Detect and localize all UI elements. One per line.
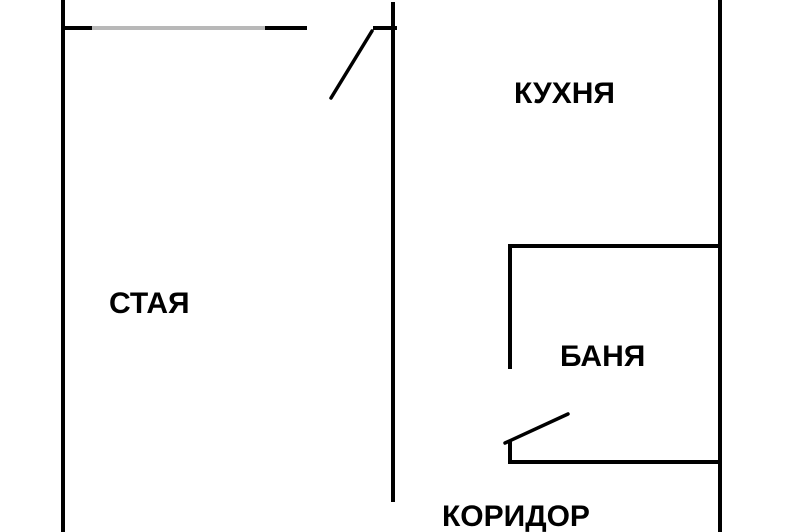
label-corridor: КОРИДОР bbox=[442, 500, 590, 532]
label-kitchen: КУХНЯ bbox=[514, 77, 615, 110]
bathroom-door bbox=[503, 412, 570, 445]
living-room-door bbox=[329, 29, 374, 100]
label-living-room: СТАЯ bbox=[109, 287, 190, 320]
label-bathroom: БАНЯ bbox=[560, 340, 645, 373]
